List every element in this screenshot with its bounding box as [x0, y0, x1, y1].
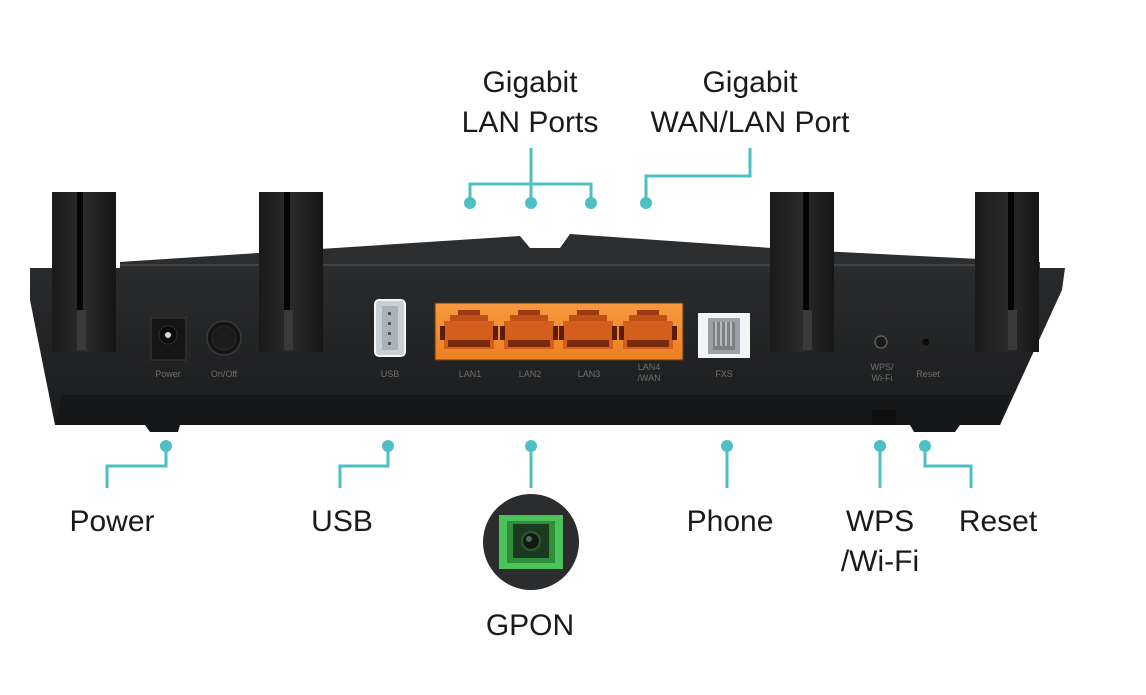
panel-label-onoff: On/Off: [210, 369, 238, 379]
callout-line-reset: [923, 446, 973, 488]
panel-label-lan4-line1: LAN4: [637, 362, 661, 372]
panel-label-fxs: FXS: [715, 369, 733, 379]
panel-label-lan1: LAN1: [458, 369, 482, 379]
callout-dot: [464, 197, 476, 209]
callout-dot: [721, 440, 733, 452]
panel-label-reset: Reset: [916, 369, 940, 379]
ethernet-port-2: [500, 310, 558, 349]
panel-label-lan3: LAN3: [577, 369, 601, 379]
panel-label-lan2: LAN2: [518, 369, 542, 379]
callout-label-line2: WAN/LAN Port: [650, 106, 850, 139]
callout-line-wan: [644, 148, 752, 202]
panel-label-usb: USB: [380, 369, 400, 379]
callout-dot: [525, 440, 537, 452]
callout-line-lan: [468, 148, 593, 202]
usb-port: [374, 299, 406, 357]
ethernet-port-4: [619, 310, 677, 349]
callout-dot: [874, 440, 886, 452]
reset-hole: [922, 338, 930, 346]
callout-label-usb: USB: [311, 505, 373, 538]
callout-dots: [160, 197, 931, 452]
callout-dot: [919, 440, 931, 452]
callout-label-wps: WPS /Wi-Fi: [820, 502, 940, 582]
callout-line-power: [105, 446, 168, 488]
ethernet-port-3: [559, 310, 617, 349]
wps-button: [874, 335, 888, 349]
callout-label-line1: Gigabit: [702, 66, 798, 99]
callout-line-usb: [338, 446, 390, 488]
callout-label-gpon: GPON: [485, 609, 575, 642]
gpon-port-icon: [483, 494, 579, 590]
callout-dot: [525, 197, 537, 209]
antenna-4: [975, 192, 1039, 352]
antenna-2: [259, 192, 323, 352]
callout-label-line2: /Wi-Fi: [840, 545, 920, 578]
panel-label-lan4-line2: /WAN: [637, 373, 661, 383]
callout-label-line2: LAN Ports: [461, 106, 599, 139]
callout-label-phone: Phone: [686, 505, 774, 538]
callout-dot: [160, 440, 172, 452]
panel-label-wps: WPS/ Wi-Fi: [862, 362, 902, 384]
panel-label-wps-line1: WPS/: [870, 362, 894, 372]
panel-label-lan4: LAN4 /WAN: [629, 362, 669, 384]
callout-lines: [105, 148, 973, 488]
callout-label-line1: Gigabit: [482, 66, 578, 99]
callout-label-lan-ports: Gigabit LAN Ports: [430, 63, 630, 143]
power-jack: [150, 317, 187, 361]
antenna-1: [52, 192, 116, 352]
ethernet-port-block: [434, 302, 684, 361]
ethernet-port-1: [440, 310, 498, 349]
panel-label-wps-line2: Wi-Fi: [871, 373, 893, 383]
callout-dot: [382, 440, 394, 452]
antenna-3: [770, 192, 834, 352]
callout-dot: [640, 197, 652, 209]
panel-label-power: Power: [155, 369, 181, 379]
callout-dot: [585, 197, 597, 209]
callout-label-line1: WPS: [845, 505, 915, 538]
power-switch: [206, 320, 242, 356]
fxs-port: [698, 313, 750, 358]
callout-label-power: Power: [69, 505, 155, 538]
callout-label-reset: Reset: [958, 505, 1038, 538]
callout-label-wan-lan-port: Gigabit WAN/LAN Port: [630, 63, 870, 143]
